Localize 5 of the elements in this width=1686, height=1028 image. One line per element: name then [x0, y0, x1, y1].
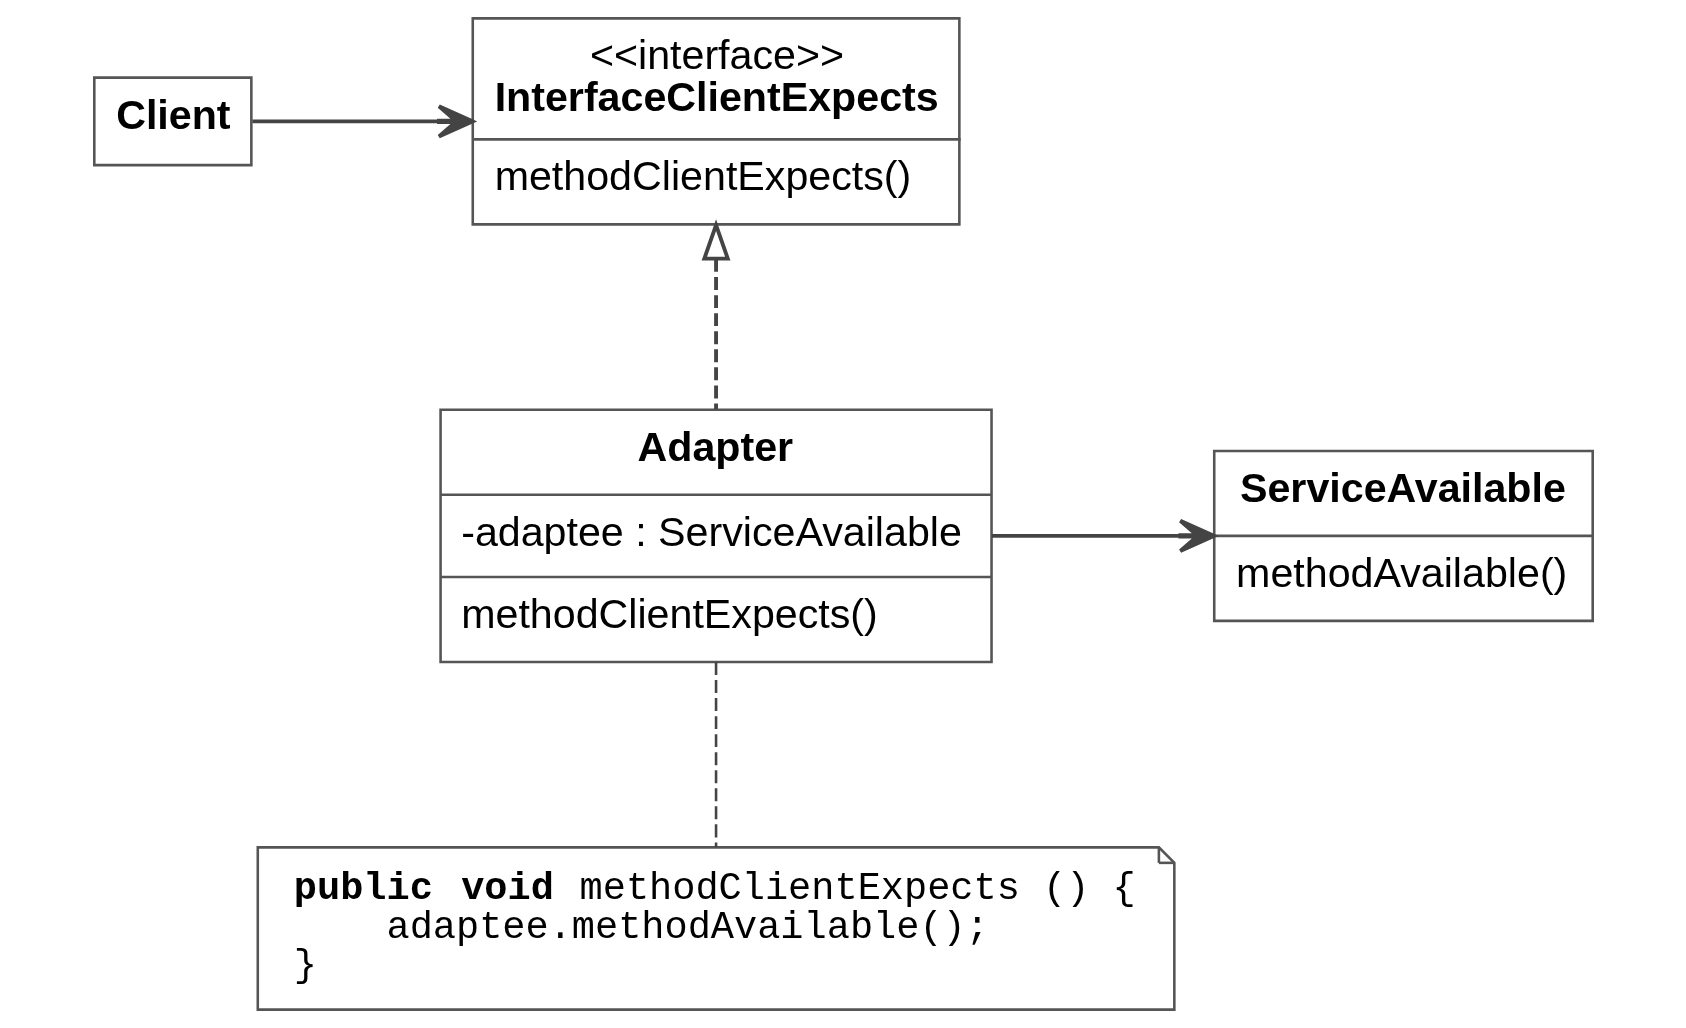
arrow	[701, 219, 730, 410]
arrow	[991, 518, 1216, 553]
connector	[714, 662, 717, 848]
arrow	[251, 104, 474, 139]
node-box: Client	[92, 76, 253, 167]
